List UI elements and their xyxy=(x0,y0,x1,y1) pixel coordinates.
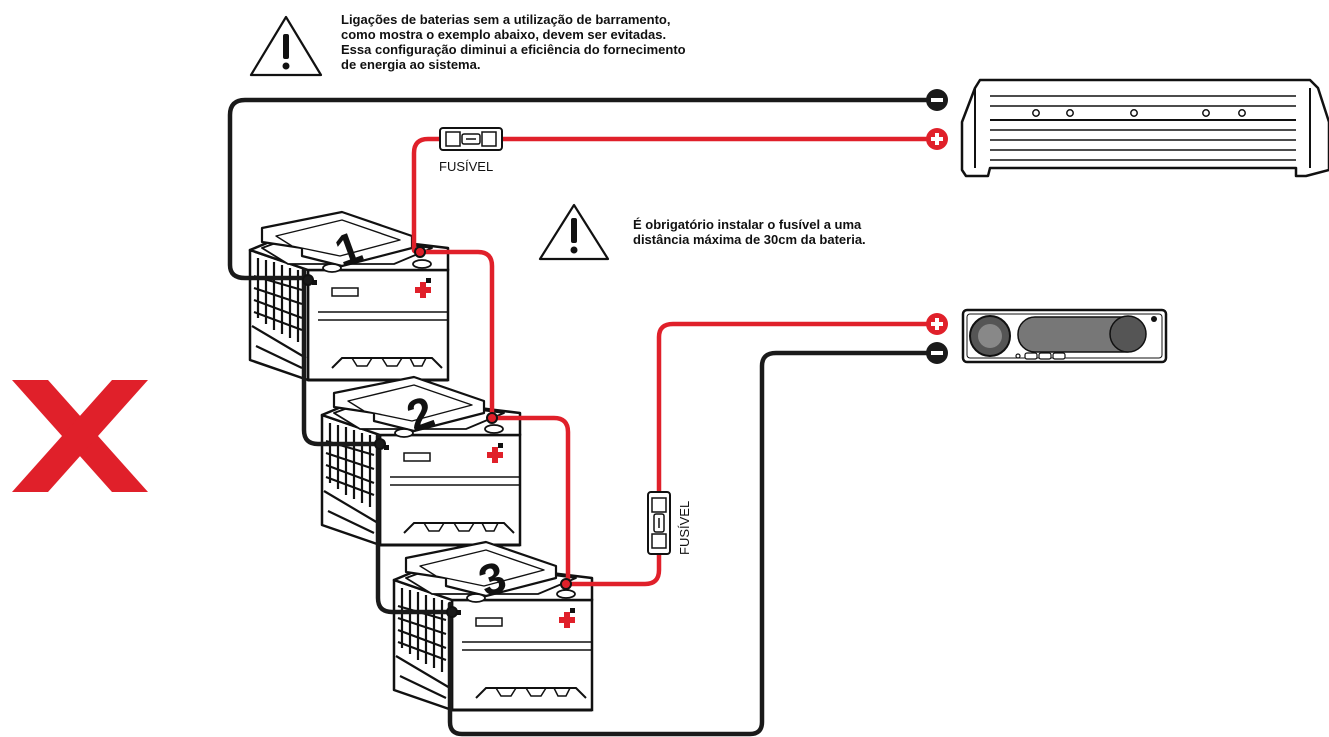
battery-terminal-dots xyxy=(302,246,572,618)
positive-wire-radio xyxy=(565,321,938,587)
plus-terminal-icon xyxy=(926,128,948,150)
warning-fuse-text: É obrigatório instalar o fusível a uma d… xyxy=(633,217,866,247)
positive-wire-amplifier xyxy=(411,136,938,421)
battery-1: 1 xyxy=(248,210,450,382)
battery-3: 3 xyxy=(392,540,594,712)
red-x-icon xyxy=(12,380,148,492)
amplifier xyxy=(960,78,1329,178)
warning-triangle-icon xyxy=(538,203,610,261)
warning-top-line: de energia ao sistema. xyxy=(341,57,481,72)
warning-top-line: Ligações de baterias sem a utilização de… xyxy=(341,12,671,27)
minus-terminal-icon xyxy=(926,342,948,364)
warning-top-text: Ligações de baterias sem a utilização de… xyxy=(341,12,686,72)
minus-terminal-icon xyxy=(926,89,948,111)
negative-wires xyxy=(227,97,938,737)
fuse-label: FUSÍVEL xyxy=(677,501,692,555)
positive-wire-2-3 xyxy=(489,415,571,587)
battery-2: 2 xyxy=(320,375,522,547)
fuse-amplifier: FUSÍVEL xyxy=(439,127,503,174)
car-radio xyxy=(961,308,1168,364)
warning-triangle-icon xyxy=(249,15,323,77)
fuse-label: FUSÍVEL xyxy=(439,159,493,174)
plus-terminal-icon xyxy=(926,313,948,335)
negative-wire-amplifier xyxy=(227,97,938,281)
negative-wire-1-2 xyxy=(301,267,385,447)
negative-wire-radio xyxy=(447,350,938,737)
warning-fuse-line: distância máxima de 30cm da bateria. xyxy=(633,232,866,247)
fuse-radio: FUSÍVEL xyxy=(647,491,692,555)
warning-top-line: Essa configuração diminui a eficiência d… xyxy=(341,42,686,57)
negative-wire-2-3 xyxy=(375,433,457,615)
warning-top-line: como mostra o exemplo abaixo, devem ser … xyxy=(341,27,667,42)
warning-fuse-line: É obrigatório instalar o fusível a uma xyxy=(633,217,862,232)
